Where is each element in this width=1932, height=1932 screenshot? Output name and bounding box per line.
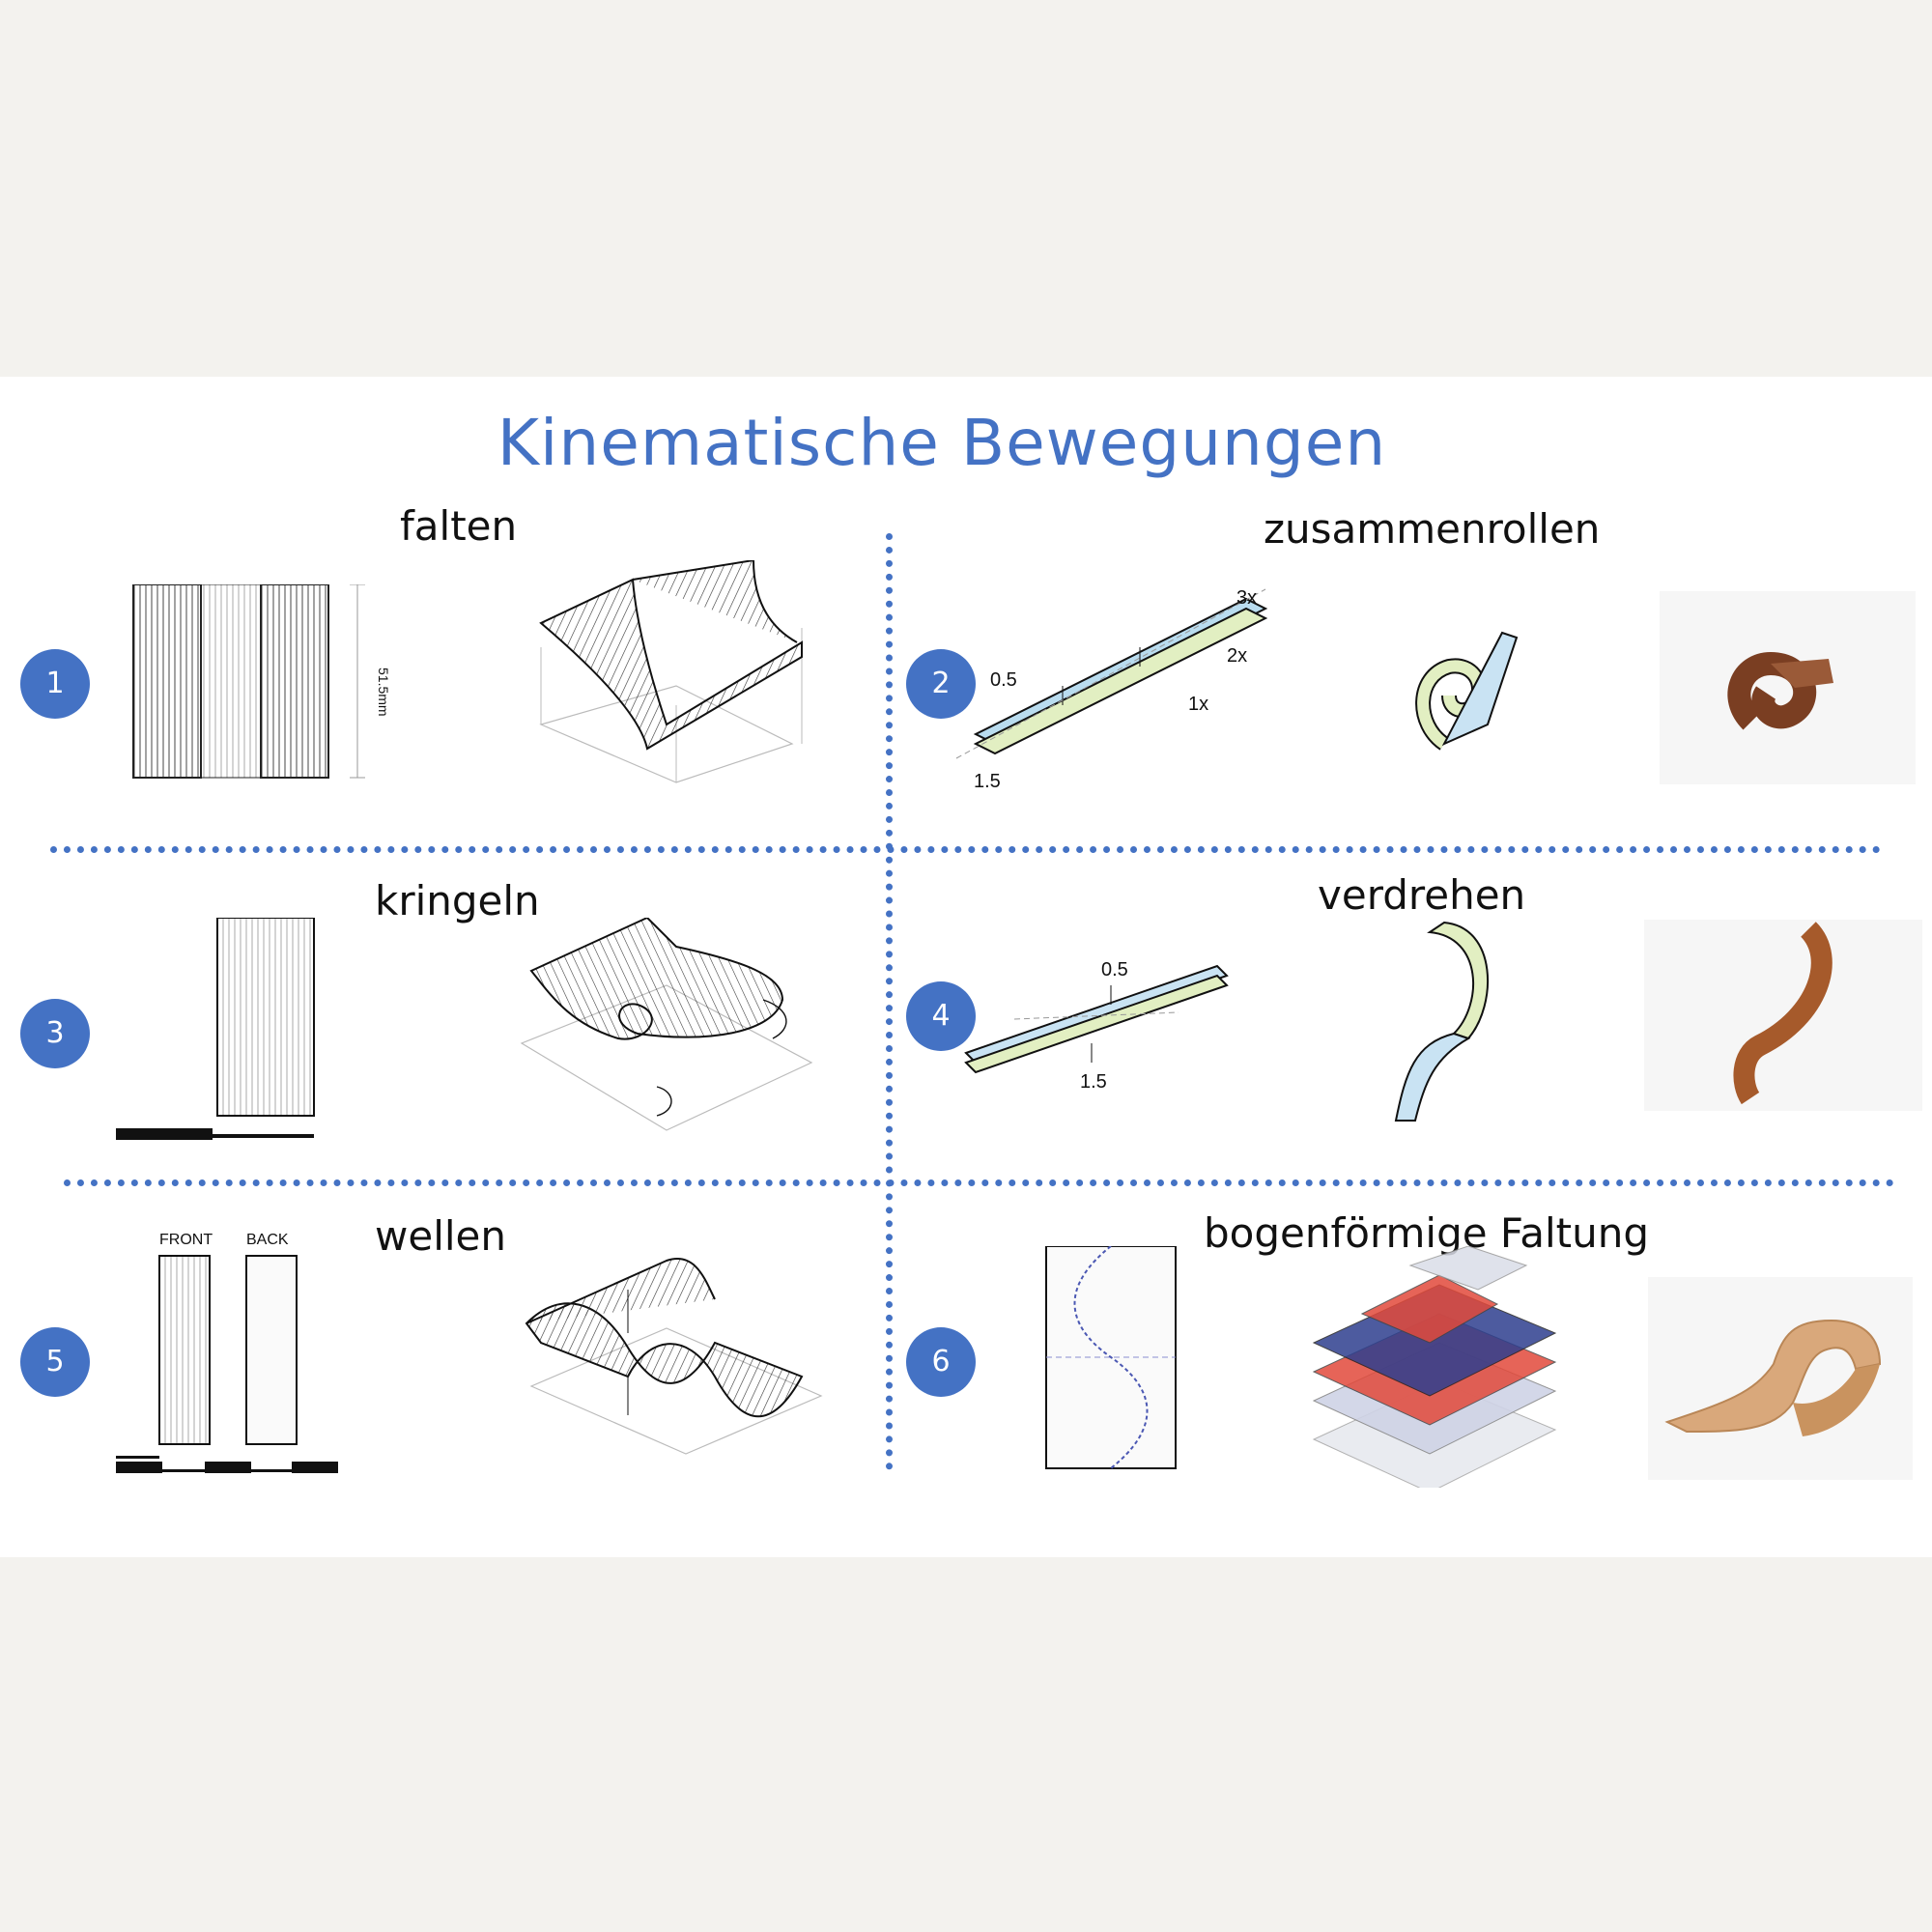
- wellen-front-back-sheets: FRONT BACK: [116, 1232, 298, 1459]
- horizontal-divider-bottom: [64, 1179, 1894, 1186]
- section-label-falten: falten: [400, 502, 518, 550]
- bogenfoermige-faltung-photo: [1648, 1277, 1913, 1480]
- bogenfoermige-faltung-sheet: [1045, 1246, 1177, 1469]
- badge-5: 5: [20, 1327, 90, 1397]
- falten-flat-sheet: 51.5mm: [132, 584, 391, 779]
- bogenfoermige-faltung-layers: [1312, 1246, 1557, 1488]
- verdrehen-twisted-strip: [1394, 921, 1490, 1122]
- front-label: FRONT: [159, 1232, 213, 1248]
- slide: Kinematische Bewegungen falten zusammenr…: [0, 377, 1932, 1557]
- annotation-1x: 1x: [1188, 694, 1208, 715]
- annotation-0-5: 0.5: [990, 669, 1017, 691]
- verdrehen-photo: [1644, 920, 1922, 1111]
- falten-folded-sheet: [539, 560, 803, 783]
- section-label-zusammenrollen: zusammenrollen: [1264, 505, 1601, 553]
- annotation-0-5-verdrehen: 0.5: [1101, 959, 1128, 980]
- zusammenrollen-photo: [1660, 591, 1916, 784]
- section-label-bogenfoermige-faltung: bogenförmige Faltung: [1204, 1209, 1649, 1257]
- kringeln-flat-sheet: [116, 918, 315, 1140]
- annotation-1-5: 1.5: [974, 771, 1001, 792]
- kringeln-curled-sheet: [520, 918, 813, 1131]
- section-label-kringeln: kringeln: [375, 877, 540, 924]
- vertical-divider: [886, 533, 893, 1470]
- section-label-wellen: wellen: [375, 1212, 506, 1260]
- wellen-wave-sheet: [525, 1258, 823, 1455]
- back-label: BACK: [246, 1232, 289, 1248]
- annotation-1-5-verdrehen: 1.5: [1080, 1071, 1107, 1093]
- page-title: Kinematische Bewegungen: [497, 406, 1387, 480]
- badge-2: 2: [906, 649, 976, 719]
- annotation-2x: 2x: [1227, 645, 1247, 667]
- badge-3: 3: [20, 999, 90, 1068]
- wellen-scale-bar: [116, 1462, 338, 1475]
- badge-1: 1: [20, 649, 90, 719]
- badge-4: 4: [906, 981, 976, 1051]
- zusammenrollen-layer-strip: 3x 2x 1x 0.5 1.5: [955, 587, 1268, 792]
- annotation-3x: 3x: [1236, 587, 1257, 609]
- horizontal-divider-top: [50, 846, 1881, 853]
- verdrehen-layer-strip: 0.5 1.5: [964, 959, 1229, 1093]
- dimension-label: 51.5mm: [376, 668, 391, 717]
- section-label-verdrehen: verdrehen: [1318, 871, 1526, 919]
- zusammenrollen-rolled-strip: [1415, 631, 1519, 751]
- badge-6: 6: [906, 1327, 976, 1397]
